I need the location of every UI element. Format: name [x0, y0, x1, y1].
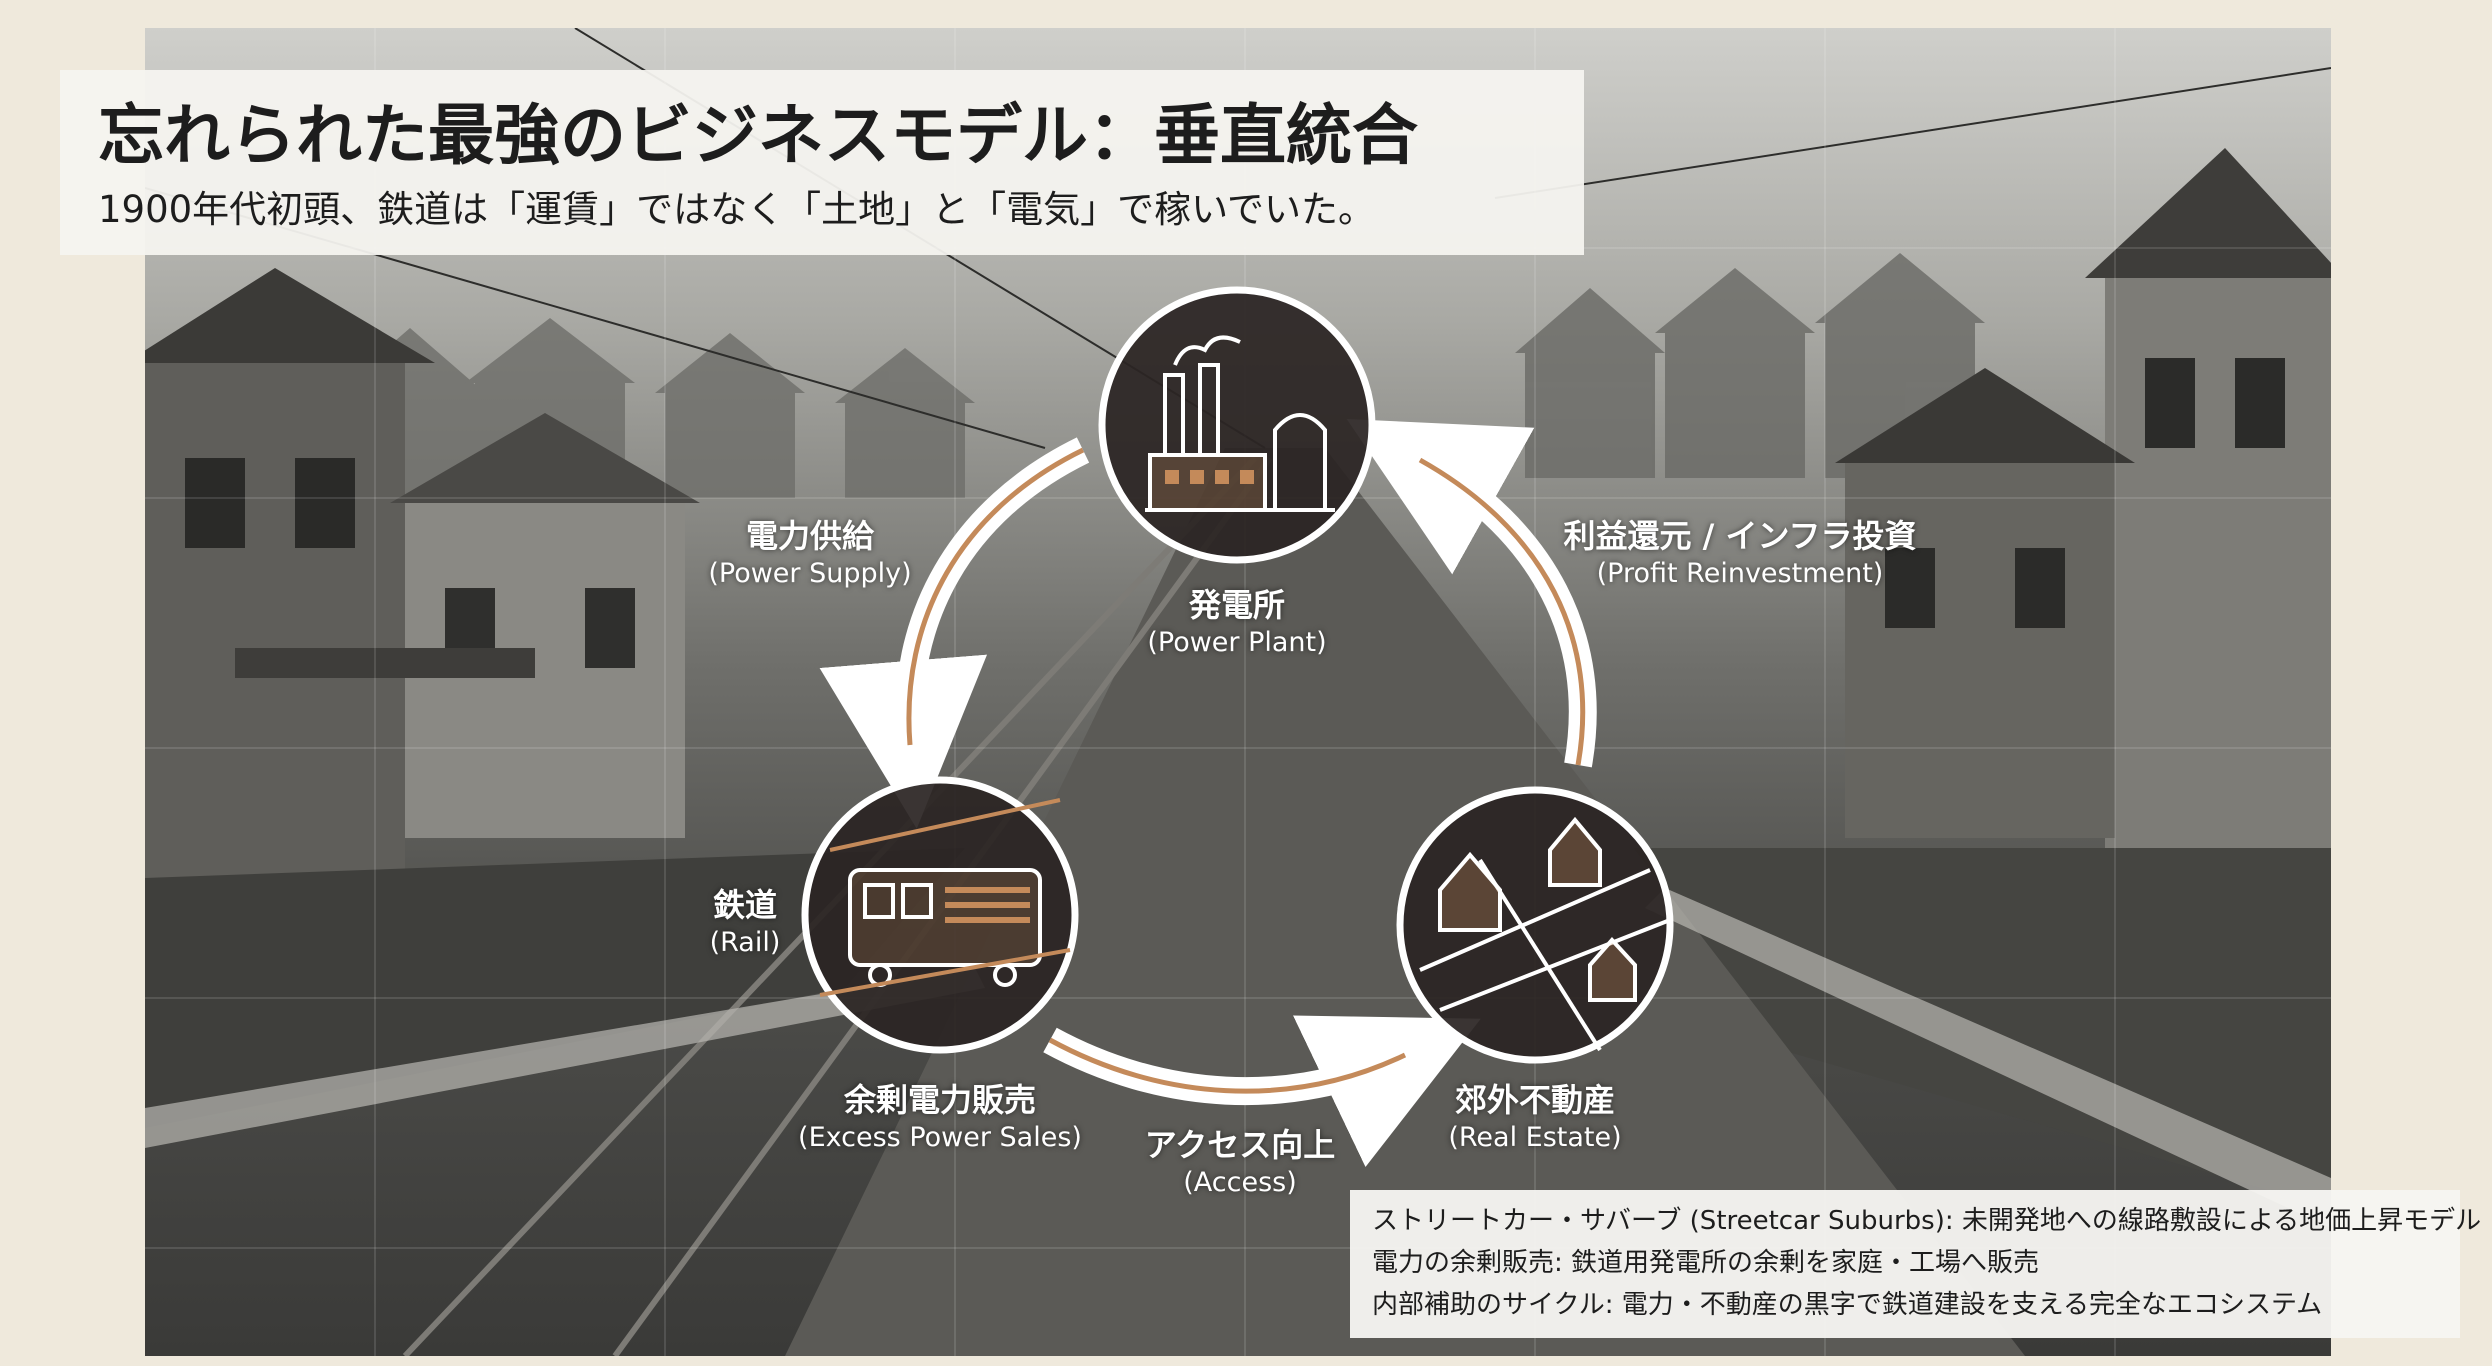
page-subtitle: 1900年代初頭、鉄道は「運賃」ではなく「土地」と「電気」で稼いでいた。 — [98, 188, 1376, 231]
label-power-supply-en: (Power Supply) — [708, 558, 912, 589]
label-profit-reinvestment: 利益還元 / インフラ投資 (Profit Reinvestment) — [1540, 516, 1940, 592]
title-panel: 忘れられた最強のビジネスモデル：垂直統合 1900年代初頭、鉄道は「運賃」ではな… — [60, 70, 1584, 255]
label-real-estate-jp: 郊外不動産 — [1454, 1081, 1615, 1119]
label-access-en: (Access) — [1183, 1167, 1297, 1198]
arrow-power-supply — [819, 437, 1090, 829]
label-excess-power-sales: 余剰電力販売 (Excess Power Sales) — [775, 1080, 1105, 1156]
label-power-plant: 発電所 (Power Plant) — [1137, 585, 1337, 661]
node-real-estate — [1396, 786, 1674, 1064]
note-internal-subsidy: 内部補助のサイクル: 電力・不動産の黒字で鉄道建設を支える完全なエコシステム — [1372, 1290, 2323, 1320]
note-excess-power: 電力の余剰販売: 鉄道用発電所の余剰を家庭・工場へ販売 — [1372, 1248, 2040, 1278]
label-rail-en: (Rail) — [709, 927, 781, 958]
label-access: アクセス向上 (Access) — [1120, 1125, 1360, 1201]
label-power-plant-en: (Power Plant) — [1147, 627, 1327, 658]
label-power-plant-jp: 発電所 — [1188, 586, 1285, 624]
arrow-access — [1043, 1015, 1481, 1168]
page-title: 忘れられた最強のビジネスモデル：垂直統合 — [98, 97, 1418, 174]
label-profit-reinvestment-jp: 利益還元 / インフラ投資 — [1563, 517, 1917, 555]
houses-icon — [1419, 816, 1671, 1052]
label-rail-jp: 鉄道 — [712, 886, 777, 924]
arrow-profit-reinvestment — [1346, 418, 1597, 768]
label-excess-power-sales-en: (Excess Power Sales) — [798, 1122, 1082, 1153]
label-power-supply: 電力供給 (Power Supply) — [690, 516, 930, 592]
factory-icon — [1145, 335, 1335, 512]
label-real-estate-en: (Real Estate) — [1448, 1122, 1622, 1153]
label-profit-reinvestment-en: (Profit Reinvestment) — [1596, 558, 1884, 589]
label-real-estate: 郊外不動産 (Real Estate) — [1425, 1080, 1645, 1156]
streetcar-icon — [819, 798, 1071, 997]
node-rail — [801, 776, 1079, 1054]
note-streetcar-suburbs: ストリートカー・サバーブ (Streetcar Suburbs): 未開発地への… — [1372, 1206, 2482, 1236]
label-power-supply-jp: 電力供給 — [745, 517, 874, 555]
notes-panel: ストリートカー・サバーブ (Streetcar Suburbs): 未開発地への… — [1350, 1190, 2482, 1338]
label-rail: 鉄道 (Rail) — [690, 885, 800, 961]
label-access-jp: アクセス向上 — [1144, 1126, 1336, 1164]
label-excess-power-sales-jp: 余剰電力販売 — [843, 1081, 1036, 1119]
node-power-plant — [1098, 286, 1376, 564]
